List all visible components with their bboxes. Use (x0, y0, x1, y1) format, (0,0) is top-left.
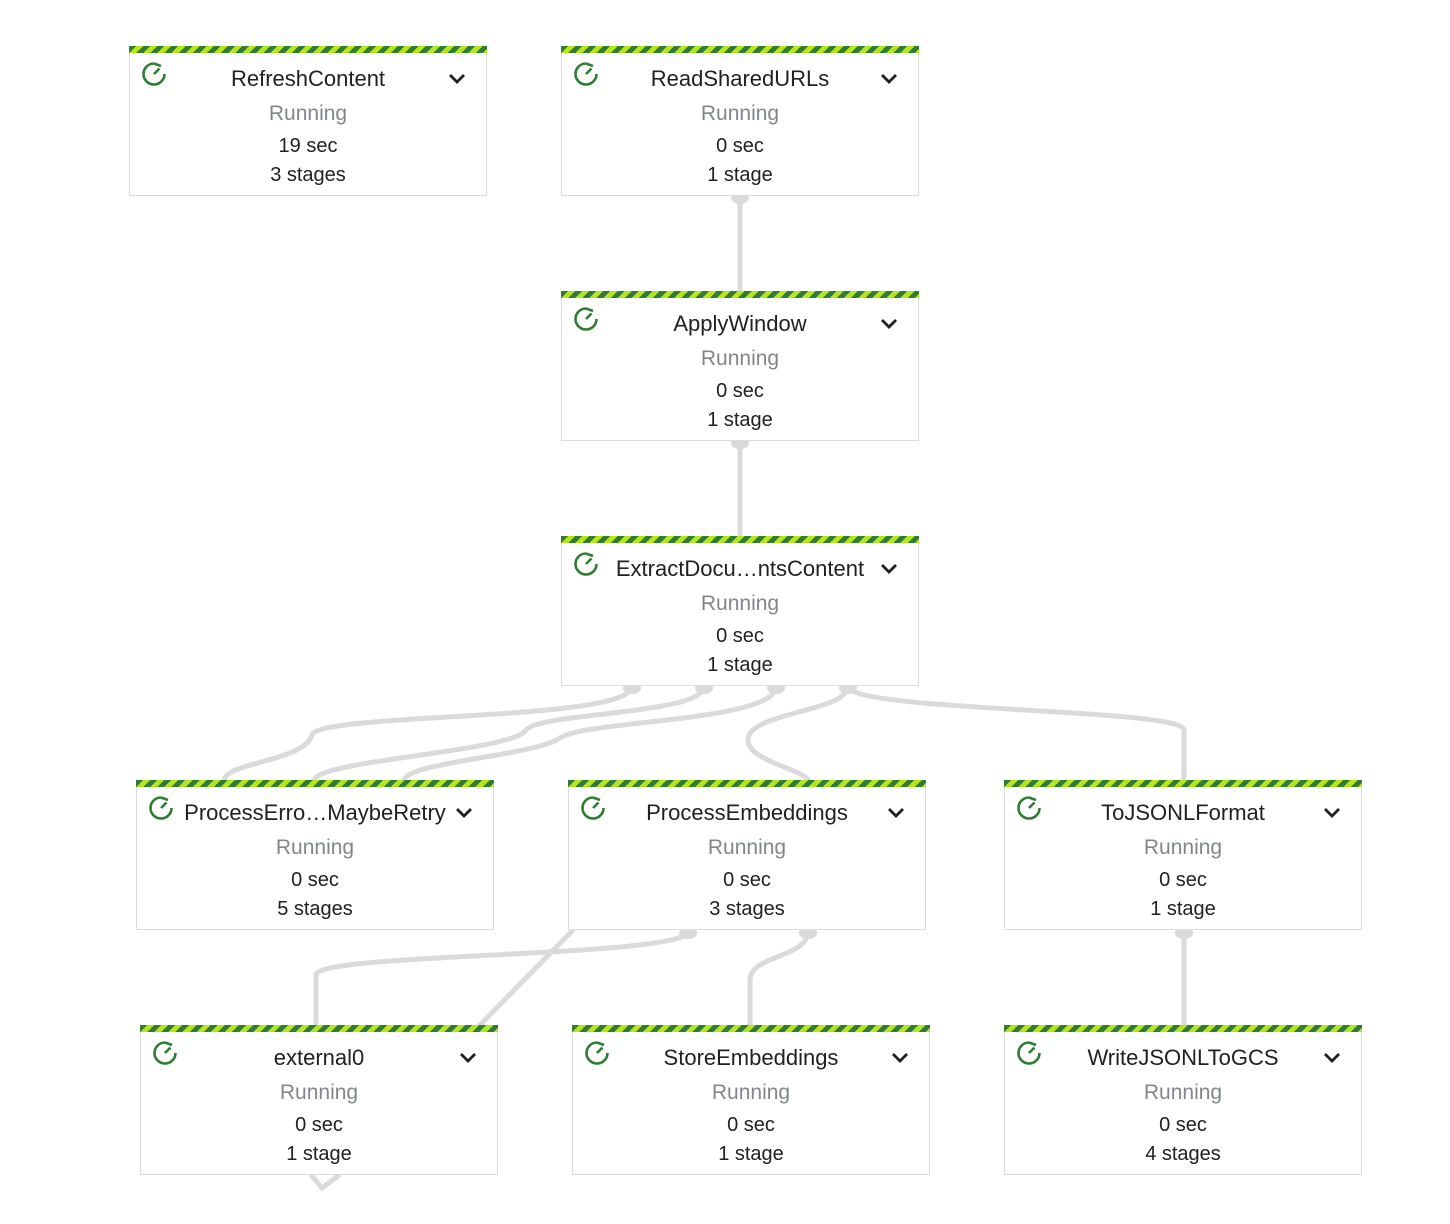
running-refresh-icon (142, 62, 166, 86)
running-stripe (561, 291, 919, 298)
step-name: ToJSONLFormat (1101, 800, 1265, 825)
running-refresh-icon (574, 307, 598, 331)
chevron-down-icon[interactable] (885, 802, 907, 824)
running-refresh-icon (574, 62, 598, 86)
step-node-external0[interactable]: external0 Running 0 sec 1 stage (140, 1025, 498, 1175)
running-refresh-icon (585, 1041, 609, 1065)
step-status: Running (700, 347, 780, 370)
edge-connector (311, 683, 707, 784)
chevron-down-icon[interactable] (878, 313, 900, 335)
step-stages: 1 stage (718, 1143, 784, 1165)
step-stages: 1 stage (707, 409, 773, 431)
step-status: Running (700, 592, 780, 615)
step-name: ExtractDocu…ntsContent (615, 556, 865, 581)
step-status: Running (268, 102, 348, 125)
step-name: ReadSharedURLs (650, 66, 830, 91)
edge-connector (221, 683, 635, 784)
running-refresh-icon (1017, 1041, 1041, 1065)
edge-connector (745, 683, 851, 784)
step-time: 0 sec (716, 625, 764, 647)
step-name: StoreEmbeddings (663, 1045, 839, 1070)
step-time: 0 sec (291, 869, 339, 891)
step-node-storeembeddings[interactable]: StoreEmbeddings Running 0 sec 1 stage (572, 1025, 930, 1175)
step-status: Running (711, 1081, 791, 1104)
step-node-readsharedurls[interactable]: ReadSharedURLs Running 0 sec 1 stage (561, 46, 919, 196)
step-node-tojsonlformat[interactable]: ToJSONLFormat Running 0 sec 1 stage (1004, 780, 1362, 930)
step-stages: 1 stage (286, 1143, 352, 1165)
edge-port (1175, 927, 1193, 939)
step-time: 0 sec (295, 1114, 343, 1136)
step-name: ProcessErro…MaybeRetry (184, 800, 446, 825)
step-stages: 1 stage (1150, 898, 1216, 920)
step-time: 0 sec (727, 1114, 775, 1136)
step-name: ApplyWindow (673, 311, 807, 336)
chevron-down-icon[interactable] (446, 68, 468, 90)
step-stages: 3 stages (709, 898, 785, 920)
chevron-down-icon[interactable] (1321, 1047, 1343, 1069)
chevron-down-icon[interactable] (878, 558, 900, 580)
edge-connector (476, 928, 575, 1029)
step-status: Running (1143, 836, 1223, 859)
step-time: 0 sec (716, 380, 764, 402)
step-time: 0 sec (1159, 1114, 1207, 1136)
step-name: RefreshContent (230, 66, 386, 91)
running-stripe (129, 46, 487, 53)
chevron-down-icon[interactable] (1321, 802, 1343, 824)
step-status: Running (279, 1081, 359, 1104)
running-stripe (1004, 1025, 1362, 1032)
step-stages: 1 stage (707, 654, 773, 676)
step-node-extractdocumentscontent[interactable]: ExtractDocu…ntsContent Running 0 sec 1 s… (561, 536, 919, 686)
step-time: 19 sec (278, 135, 338, 157)
running-stripe (140, 1025, 498, 1032)
edge-connector (401, 683, 779, 784)
step-node-applywindow[interactable]: ApplyWindow Running 0 sec 1 stage (561, 291, 919, 441)
running-stripe (572, 1025, 930, 1032)
running-refresh-icon (153, 1041, 177, 1065)
edge-connector (845, 683, 1187, 784)
edge-connector (747, 928, 811, 1029)
step-name: WriteJSONLToGCS (1087, 1045, 1279, 1070)
step-time: 0 sec (716, 135, 764, 157)
running-stripe (561, 46, 919, 53)
edge-connector (309, 1173, 341, 1192)
step-stages: 5 stages (277, 898, 353, 920)
step-time: 0 sec (1159, 869, 1207, 891)
step-time: 0 sec (723, 869, 771, 891)
step-status: Running (707, 836, 787, 859)
chevron-down-icon[interactable] (457, 1047, 479, 1069)
chevron-down-icon[interactable] (453, 802, 475, 824)
edge-port (799, 927, 817, 939)
chevron-down-icon[interactable] (878, 68, 900, 90)
running-stripe (568, 780, 926, 787)
step-status: Running (700, 102, 780, 125)
step-status: Running (1143, 1081, 1223, 1104)
step-name: ProcessEmbeddings (646, 800, 848, 825)
running-refresh-icon (1017, 796, 1041, 820)
step-node-refreshcontent[interactable]: RefreshContent Running 19 sec 3 stages (129, 46, 487, 196)
step-stages: 4 stages (1145, 1143, 1221, 1165)
running-refresh-icon (581, 796, 605, 820)
step-name: external0 (273, 1045, 365, 1070)
step-node-writejsonltogcs[interactable]: WriteJSONLToGCS Running 0 sec 4 stages (1004, 1025, 1362, 1175)
step-node-processerrorsmayberetry[interactable]: ProcessErro…MaybeRetry Running 0 sec 5 s… (136, 780, 494, 930)
step-status: Running (275, 836, 355, 859)
edge-port (679, 927, 697, 939)
running-refresh-icon (574, 552, 598, 576)
step-stages: 3 stages (270, 164, 346, 186)
chevron-down-icon[interactable] (889, 1047, 911, 1069)
edge-connector (313, 928, 691, 1029)
running-stripe (136, 780, 494, 787)
step-stages: 1 stage (707, 164, 773, 186)
step-node-processembeddings[interactable]: ProcessEmbeddings Running 0 sec 3 stages (568, 780, 926, 930)
running-stripe (561, 536, 919, 543)
running-refresh-icon (149, 796, 173, 820)
running-stripe (1004, 780, 1362, 787)
